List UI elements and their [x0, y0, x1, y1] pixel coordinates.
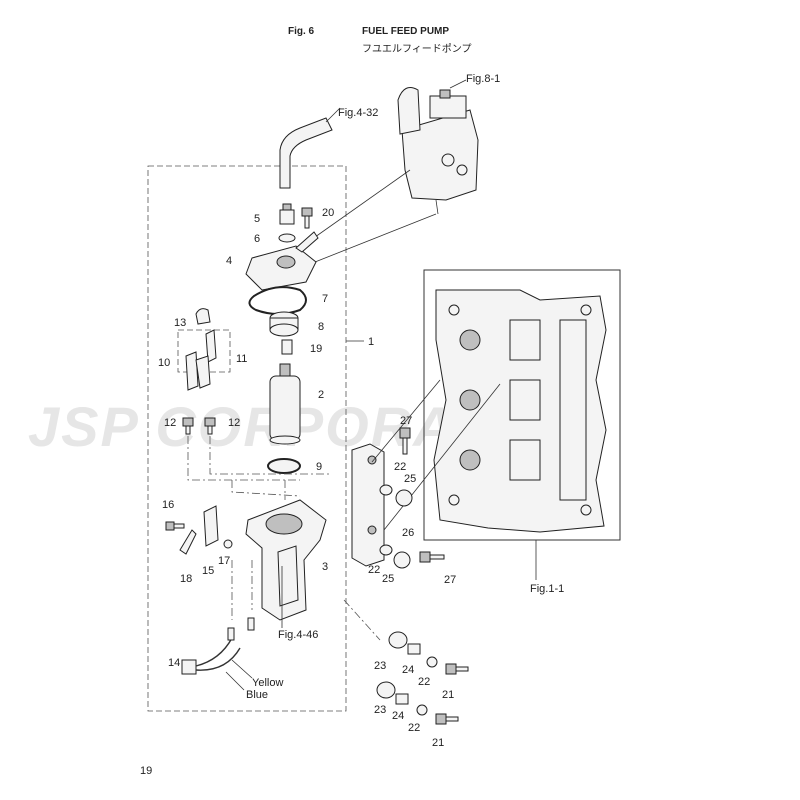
part-number-label: 9 [316, 461, 322, 473]
part-23-grommet [388, 631, 408, 649]
ref-fig-4-32: Fig.4-32 [338, 107, 378, 119]
part-23-grommet [376, 681, 396, 699]
assembly-path [231, 480, 301, 497]
part-number-label: 23 [374, 704, 386, 716]
part-number-label: 21 [442, 689, 454, 701]
ref-fig-4-46: Fig.4-46 [278, 629, 318, 641]
part-number-label: 12 [228, 417, 240, 429]
assembly-path [187, 436, 300, 481]
leader-line [449, 79, 467, 89]
part-24-collar [395, 693, 409, 705]
part-14-wire-harness [181, 617, 255, 675]
part-number-label: 4 [226, 255, 232, 267]
engine-block-inset [423, 269, 621, 541]
assembly-boundary [147, 165, 347, 712]
part-number-label: 7 [322, 293, 328, 305]
part-4-pump-cover [245, 231, 319, 291]
part-13-clip [195, 308, 211, 325]
part-number-label: 19 [310, 343, 322, 355]
part-2-fuel-pump [269, 363, 301, 445]
part-22-washer [426, 656, 438, 668]
assembly-path [209, 436, 330, 475]
part-19-connector [281, 339, 293, 355]
figure-title: FUEL FEED PUMP [362, 26, 450, 37]
figure-label: Fig. 6 [288, 26, 315, 37]
part-number-label: 8 [318, 321, 324, 333]
leader-line [225, 671, 245, 691]
part-number-label: 1 [368, 336, 374, 348]
leader-line [314, 213, 437, 263]
ref-fig-1-1: Fig.1-1 [530, 583, 564, 595]
part-number-label: 13 [174, 317, 186, 329]
leader-line [307, 169, 411, 243]
part-number-label: 27 [400, 415, 412, 427]
part-21-bolt [435, 713, 459, 725]
part-number-label: 22 [408, 722, 420, 734]
part-12-screw [204, 417, 216, 435]
part-22-washer [379, 544, 393, 556]
page-number: 19 [140, 765, 153, 777]
part-22-washer [379, 484, 393, 496]
part-number-label: 17 [218, 555, 230, 567]
fuel-hose [279, 117, 333, 189]
part-24-collar [407, 643, 421, 655]
part-number-label: 24 [402, 664, 414, 676]
part-3-pump-body [245, 499, 327, 621]
part-25-grommet [395, 489, 413, 507]
part-26-bracket [351, 443, 385, 567]
part-number-label: 20 [322, 207, 334, 219]
part-number-label: 22 [368, 564, 380, 576]
part-number-label: 23 [374, 660, 386, 672]
part-5-fitting [279, 203, 295, 225]
part-number-label: 22 [394, 461, 406, 473]
part-number-label: 21 [432, 737, 444, 749]
part-number-label: 3 [322, 561, 328, 573]
part-number-label: 25 [382, 573, 394, 585]
assembly-path [343, 599, 381, 641]
part-number-label: 26 [402, 527, 414, 539]
wire-label-blue: Blue [246, 689, 268, 701]
part-number-label: 2 [318, 389, 324, 401]
part-number-label: 22 [418, 676, 430, 688]
part-12-screw [182, 417, 194, 435]
part-number-label: 6 [254, 233, 260, 245]
part-number-label: 18 [180, 573, 192, 585]
part-number-label: 12 [164, 417, 176, 429]
part-number-label: 15 [202, 565, 214, 577]
part-15-bracket [203, 505, 219, 547]
part-21-bolt [445, 663, 469, 675]
part-11-bracket [205, 329, 217, 363]
part-18-clamp [179, 529, 197, 555]
part-number-label: 11 [236, 353, 247, 365]
fuel-filter-housing [397, 87, 479, 215]
part-number-label: 5 [254, 213, 260, 225]
part-16-bolt [165, 521, 185, 531]
figure-title-japanese: フユエルフィードポンプ [362, 44, 472, 55]
part-17-screw [223, 539, 233, 549]
part-7-o-ring [248, 286, 307, 315]
part-9-grommet [267, 458, 301, 474]
part-27-bolt [399, 427, 411, 455]
part-20-bolt [301, 207, 313, 229]
part-27-bolt [419, 551, 445, 563]
part-number-label: 14 [168, 657, 180, 669]
wire-label-yellow: Yellow [252, 677, 283, 689]
part-number-label: 10 [158, 357, 170, 369]
part-25-grommet [393, 551, 411, 569]
part-6-washer [278, 233, 296, 243]
ref-fig-8-1: Fig.8-1 [466, 73, 500, 85]
leader-line [231, 659, 253, 679]
part-number-label: 24 [392, 710, 404, 722]
part-22-washer [416, 704, 428, 716]
leader-line [325, 107, 341, 123]
part-number-label: 27 [444, 574, 456, 586]
part-number-label: 25 [404, 473, 416, 485]
part-8-nut [269, 311, 299, 337]
leader-line [371, 379, 441, 463]
part-10-bracket [185, 351, 211, 391]
part-number-label: 16 [162, 499, 174, 511]
